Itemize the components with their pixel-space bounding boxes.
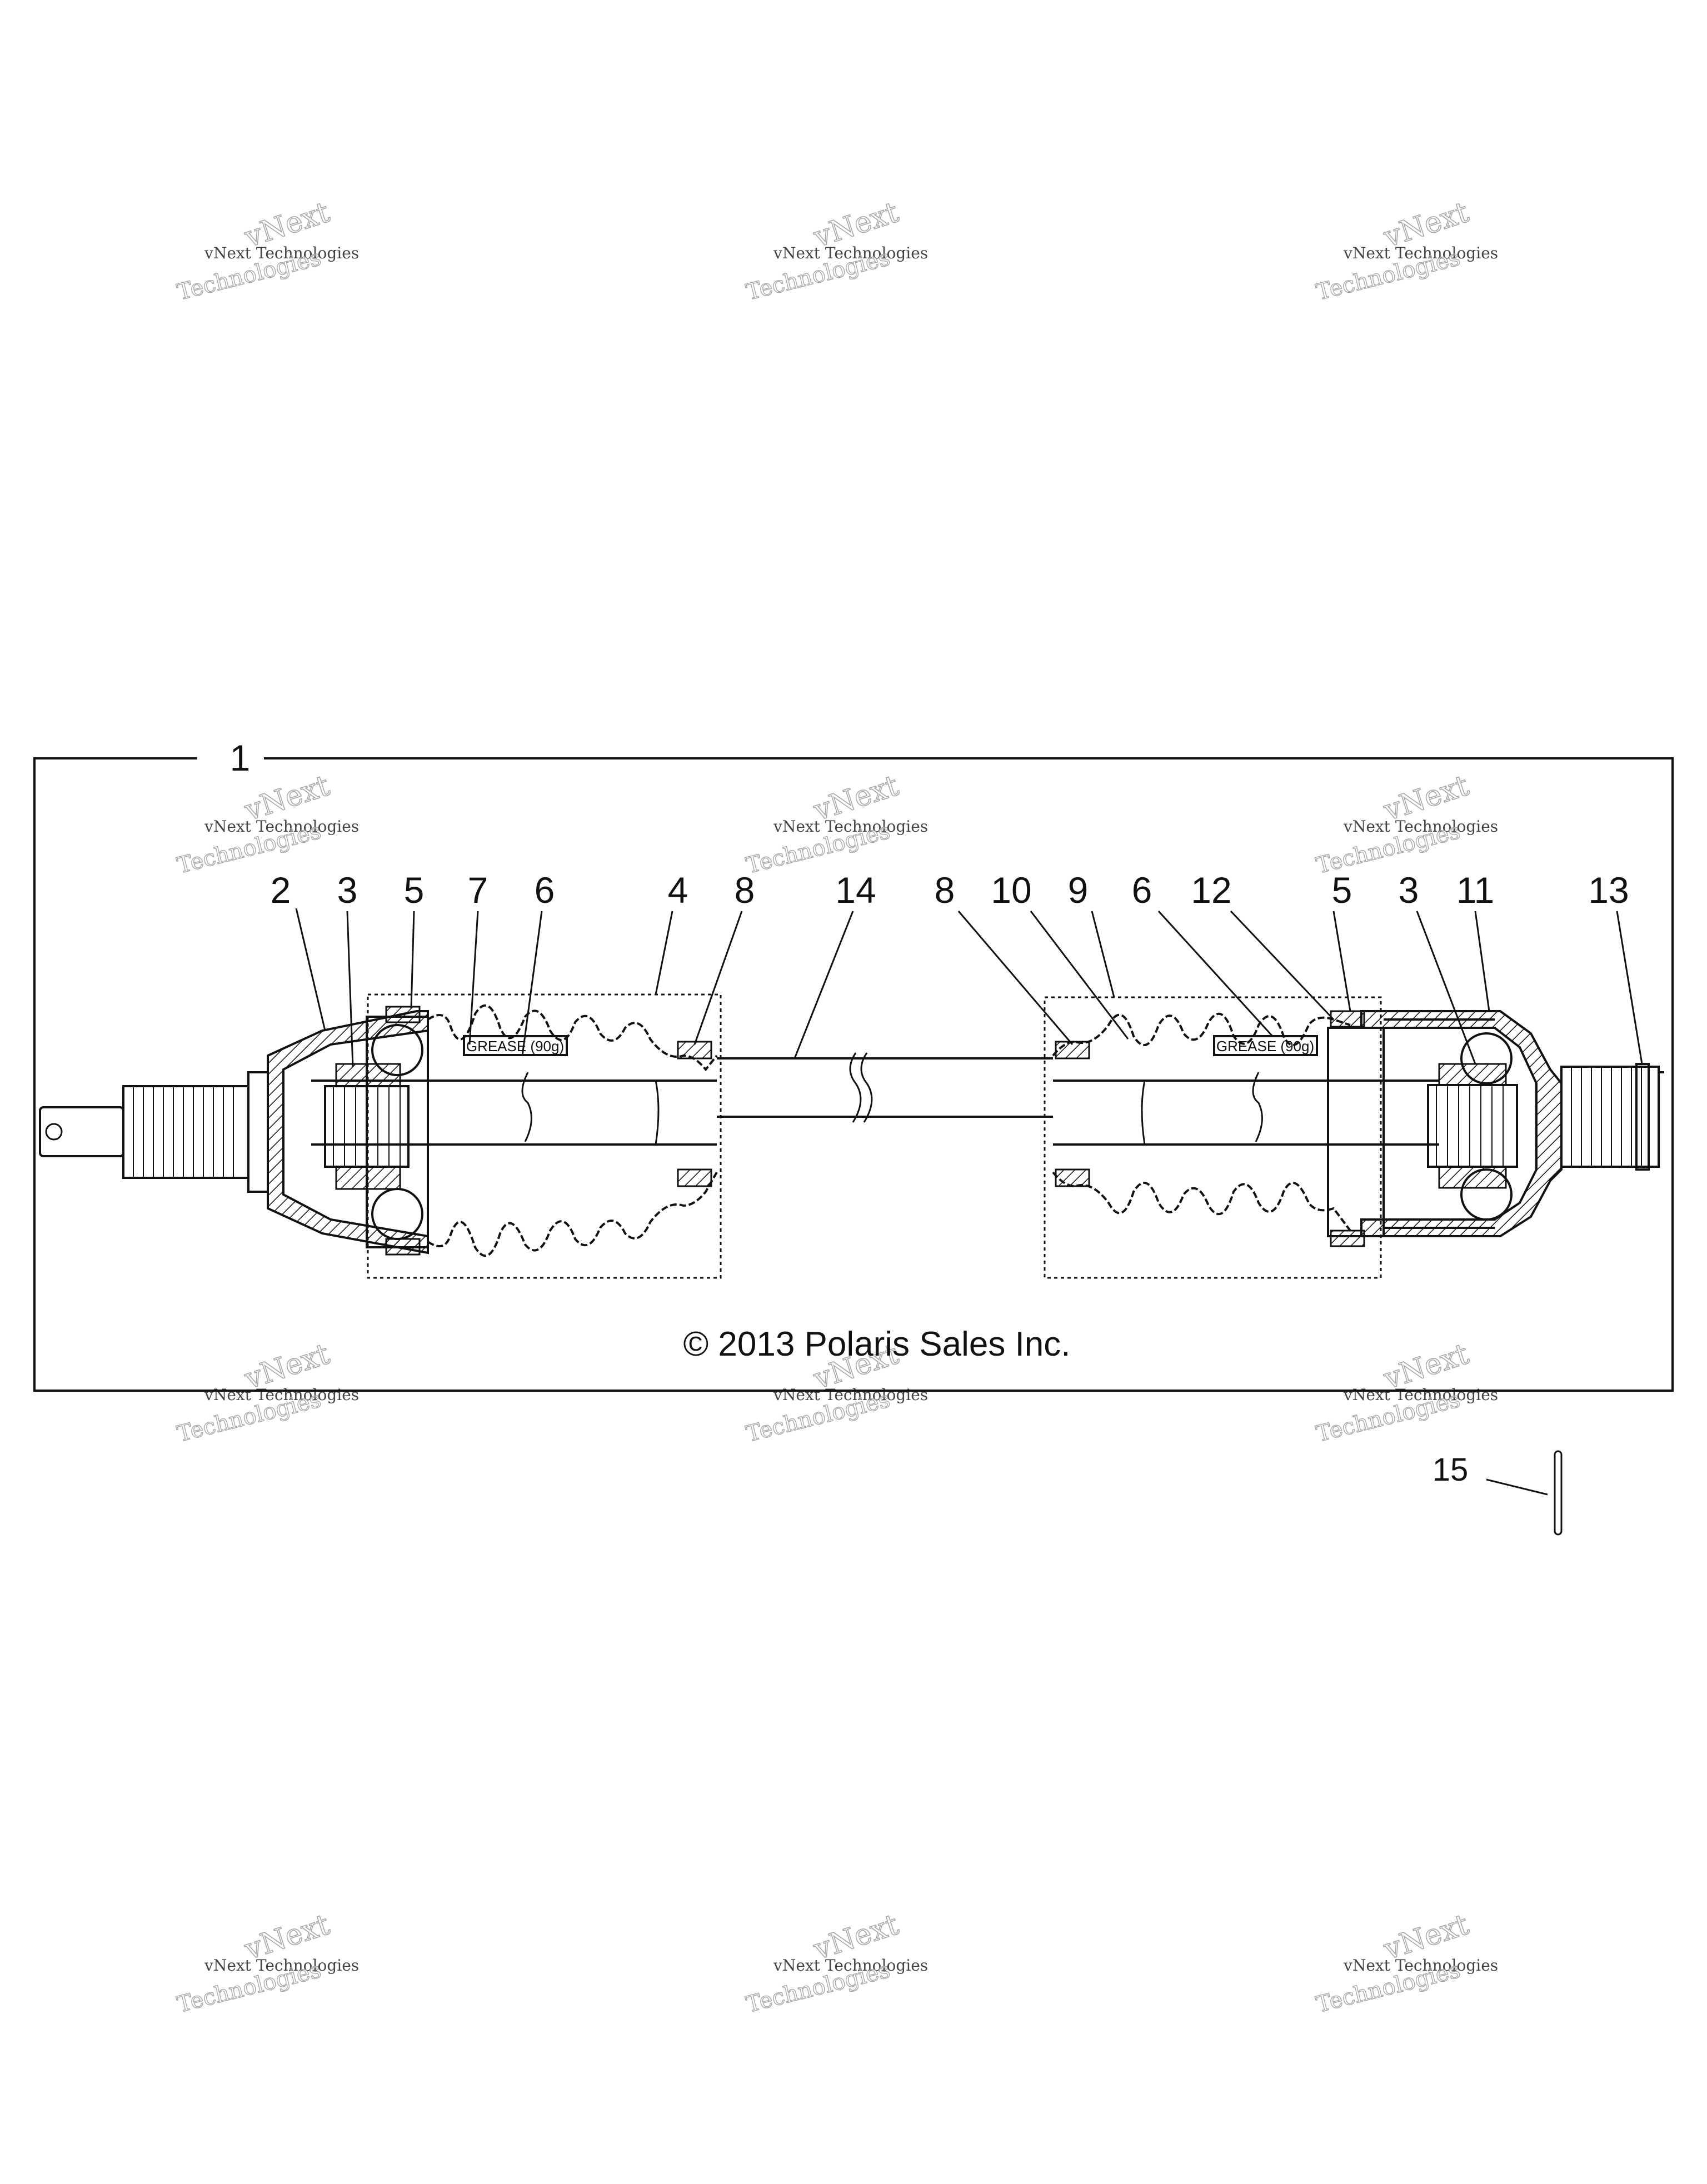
callout-4: 4 <box>668 869 688 911</box>
svg-text:vNext Technologies: vNext Technologies <box>1343 244 1498 262</box>
assembly-frame: 1 <box>33 737 1674 1392</box>
svg-text:vNext Technologies: vNext Technologies <box>204 1956 359 1975</box>
callout-13: 13 <box>1588 869 1629 911</box>
svg-text:vNext Technologies: vNext Technologies <box>773 817 928 836</box>
callout-11: 11 <box>1456 869 1495 911</box>
callout-labels: 2 3 5 7 6 4 8 14 8 10 9 6 12 5 3 11 13 1… <box>271 869 1629 1488</box>
right-stub-shaft <box>1560 1063 1664 1171</box>
callout-5-left: 5 <box>404 869 425 911</box>
axle-shaft <box>311 1052 1439 1146</box>
svg-text:vNext Technologies: vNext Technologies <box>204 1386 359 1404</box>
svg-text:vNext Technologies: vNext Technologies <box>1343 1386 1498 1404</box>
left-stub-shaft <box>39 1071 269 1193</box>
svg-text:vNext Technologies: vNext Technologies <box>204 817 359 836</box>
leader-lines <box>295 908 1643 1496</box>
grease-label-left: GREASE (90g) <box>466 1038 564 1054</box>
grease-label-right: GREASE (90g) <box>1216 1038 1314 1054</box>
right-boot: GREASE (90g) <box>1044 996 1382 1279</box>
callout-9: 9 <box>1068 869 1089 911</box>
callout-3-left: 3 <box>337 869 358 911</box>
left-cv-housing <box>267 1010 429 1255</box>
right-cv-housing <box>1327 1010 1563 1237</box>
callout-14: 14 <box>835 869 876 911</box>
svg-text:vNext Technologies: vNext Technologies <box>1343 817 1498 836</box>
callout-2: 2 <box>271 869 291 911</box>
retaining-clip <box>1554 1450 1563 1536</box>
svg-text:vNext Technologies: vNext Technologies <box>204 244 359 262</box>
callout-6-left: 6 <box>535 869 555 911</box>
svg-text:vNext Technologies: vNext Technologies <box>773 1386 928 1404</box>
callout-7: 7 <box>468 869 488 911</box>
callout-1: 1 <box>230 737 251 778</box>
callout-5-right: 5 <box>1332 869 1352 911</box>
callout-8-right: 8 <box>935 869 955 911</box>
svg-text:vNext Technologies: vNext Technologies <box>773 244 928 262</box>
left-boot: GREASE (90g) <box>367 993 722 1279</box>
svg-text:vNext Technologies: vNext Technologies <box>773 1956 928 1975</box>
callout-3-right: 3 <box>1399 869 1419 911</box>
callout-12: 12 <box>1191 869 1231 911</box>
callout-8-left: 8 <box>735 869 755 911</box>
callout-6-right: 6 <box>1132 869 1152 911</box>
callout-10: 10 <box>991 869 1031 911</box>
copyright-text: © 2013 Polaris Sales Inc. <box>683 1325 1070 1363</box>
callout-15: 15 <box>1433 1452 1469 1488</box>
svg-text:vNext Technologies: vNext Technologies <box>1343 1956 1498 1975</box>
